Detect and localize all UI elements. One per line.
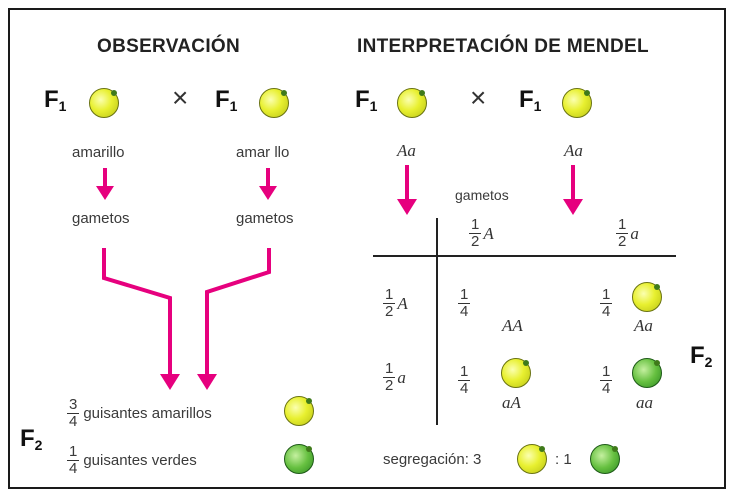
cross-symbol-left: × — [172, 82, 189, 113]
cross-symbol-right: × — [470, 82, 487, 113]
yellow-pea-icon — [89, 88, 119, 118]
cell-genotype-aa: aa — [636, 393, 653, 412]
allele: a — [397, 367, 406, 387]
allele: A — [397, 293, 408, 313]
allele: a — [630, 223, 639, 243]
green-pea-icon — [590, 444, 620, 474]
arrow-right-2 — [563, 165, 583, 215]
figure-frame — [8, 8, 726, 489]
genotype-label-2: Aa — [564, 141, 583, 160]
yellow-pea-icon — [517, 444, 547, 474]
segregation-text: segregación: 3 — [383, 451, 482, 468]
gametes-label-2: gametos — [236, 210, 294, 227]
cell-genotype-Aa: Aa — [634, 316, 653, 335]
result-yellow-text: guisantes amarillos — [83, 405, 212, 422]
merge-arrow-left — [102, 248, 172, 378]
merge-arrow-right — [205, 248, 271, 378]
merge-arrowhead-left — [160, 374, 180, 390]
cell-genotype-AA: AA — [502, 316, 523, 335]
yellow-pea-icon — [632, 282, 662, 312]
merge-arrowhead-right — [197, 374, 217, 390]
yellow-pea-icon — [501, 358, 531, 388]
yellow-pea-icon — [284, 396, 314, 426]
observation-title: OBSERVACIÓN — [97, 36, 241, 57]
cell-genotype-aA: aA — [502, 393, 521, 412]
phenotype-label-2: amar llo — [236, 144, 290, 161]
f1-label-left-1: F1 — [44, 86, 67, 114]
yellow-pea-icon — [259, 88, 289, 118]
arrow-right-1 — [397, 165, 417, 215]
yellow-pea-icon — [397, 88, 427, 118]
f2-label-left: F2 — [20, 425, 43, 453]
result-green-text: guisantes verdes — [83, 452, 197, 469]
f1-label-right-2: F1 — [519, 86, 542, 114]
arrow-left-2 — [259, 168, 277, 200]
gametes-label-1: gametos — [72, 210, 130, 227]
green-pea-icon — [284, 444, 314, 474]
segregation-ratio-separator: : 1 — [555, 451, 572, 468]
green-pea-icon — [632, 358, 662, 388]
allele: A — [483, 223, 494, 243]
f2-label-right: F2 — [690, 342, 713, 370]
genotype-label-1: Aa — [397, 141, 416, 160]
interpretation-title: INTERPRETACIÓN DE MENDEL — [357, 36, 649, 57]
phenotype-label-1: amarillo — [72, 144, 125, 161]
yellow-pea-icon — [562, 88, 592, 118]
arrow-left-1 — [96, 168, 114, 200]
f1-label-right-1: F1 — [355, 86, 378, 114]
f1-label-left-2: F1 — [215, 86, 238, 114]
gametes-header: gametos — [455, 187, 509, 203]
